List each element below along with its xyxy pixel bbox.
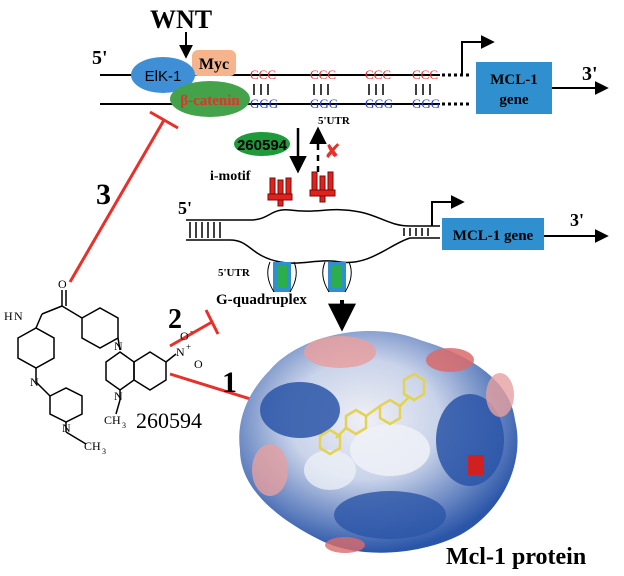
- mcl1-gene-top-line2: gene: [499, 92, 529, 108]
- svg-text:CH: CH: [104, 413, 121, 427]
- svg-text:N: N: [30, 375, 39, 389]
- block-x: ✘: [324, 141, 341, 163]
- inhibit-3-line: [68, 119, 166, 283]
- mcl1-gene-box-mid: [442, 218, 544, 250]
- three-prime-mid: 3': [570, 210, 584, 230]
- svg-text:+: +: [186, 342, 191, 352]
- myc-label: Myc: [199, 56, 229, 73]
- ggg-4: GGG: [412, 96, 440, 111]
- svg-text:-: -: [190, 326, 193, 336]
- compound-atoms: O H N N N N N N + O - O CH 3 CH 3: [4, 277, 203, 456]
- svg-text:O: O: [194, 357, 203, 371]
- svg-text:CH: CH: [84, 439, 101, 453]
- compound-structure: [17, 290, 177, 445]
- number-2: 2: [168, 304, 182, 335]
- svg-text:N: N: [62, 421, 71, 435]
- five-prime-top: 5': [92, 47, 108, 69]
- svg-text:N: N: [14, 309, 23, 323]
- ccc-4: CCC: [412, 67, 438, 82]
- svg-text:N: N: [114, 389, 123, 403]
- ggg-1: GGG: [250, 96, 278, 111]
- inhibit-3-bar: [149, 110, 179, 130]
- beta-catenin-ellipse: [170, 81, 250, 117]
- beta-catenin-label: β-catenin: [180, 93, 240, 109]
- svg-text:O: O: [58, 277, 67, 291]
- ccc-2: CCC: [310, 67, 336, 82]
- g-quadruplex-label: G-quadruplex: [216, 292, 307, 308]
- tss-arrow-mid: [431, 195, 465, 226]
- ccc-1: CCC: [250, 67, 276, 82]
- i-motif-structures: [267, 171, 336, 207]
- compound-name: 260594: [136, 408, 202, 433]
- utr-mid-label: 5'UTR: [218, 267, 251, 279]
- ggg-3: GGG: [365, 96, 393, 111]
- mcl1-gene-box-top: [476, 62, 552, 114]
- mcl1-protein-surface: [239, 331, 518, 553]
- myc-box: [192, 50, 236, 76]
- ccc-3: CCC: [365, 67, 391, 82]
- elk1-label: ElK-1: [145, 68, 182, 85]
- i-motif-label: i-motif: [210, 169, 251, 184]
- compound-pill-label: 260594: [237, 137, 288, 154]
- svg-text:N: N: [114, 339, 123, 353]
- mcl1-gene-top-line1: MCL-1: [490, 72, 538, 88]
- svg-text:N: N: [176, 345, 185, 359]
- inhibit-2-bar: [204, 309, 220, 335]
- utr-top-label: 5'UTR: [318, 115, 351, 127]
- compound-pill: [234, 132, 290, 156]
- bound-ligand: [318, 372, 426, 456]
- number-1: 1: [222, 366, 237, 399]
- mcl1-gene-mid-label: MCL-1 gene: [453, 228, 534, 244]
- dna-mid: [186, 208, 440, 264]
- ggg-2: GGG: [310, 96, 338, 111]
- three-prime-top: 3': [582, 63, 598, 85]
- svg-text:H: H: [4, 309, 13, 323]
- svg-text:3: 3: [102, 447, 106, 456]
- g-quadruplex-structures: [267, 261, 352, 293]
- svg-text:3: 3: [122, 421, 126, 430]
- mcl1-protein-label: Mcl-1 protein: [446, 544, 586, 570]
- number-3: 3: [96, 178, 111, 211]
- elk1-ellipse: [131, 57, 195, 93]
- inhibit-2-line: [169, 320, 213, 348]
- svg-text:O: O: [180, 329, 189, 343]
- wnt-label: WNT: [150, 5, 212, 34]
- tss-arrow-top: [461, 35, 495, 74]
- ccc-ggg-sequence: CCC CCC CCC CCC GGG GGG GGG GGG: [250, 67, 440, 111]
- five-prime-mid: 5': [178, 198, 192, 218]
